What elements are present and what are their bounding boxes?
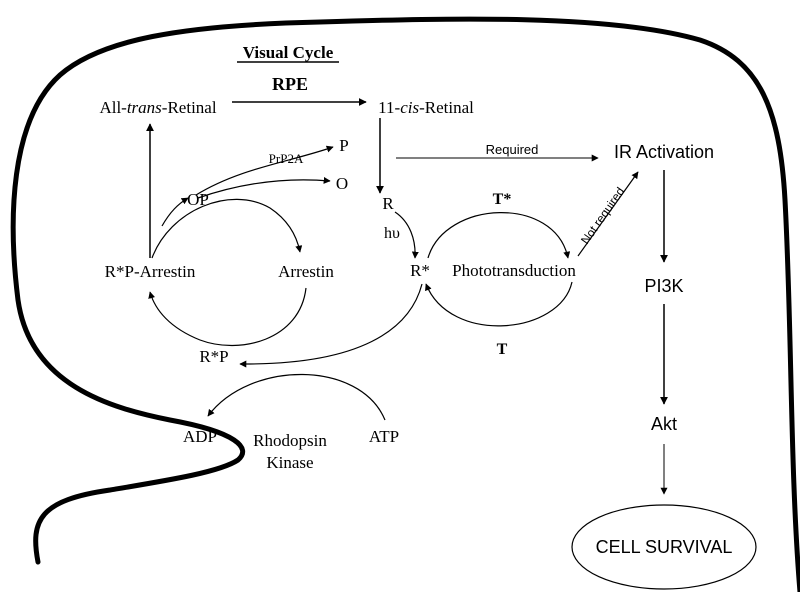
required-label: Required [486,142,539,157]
akt-label: Akt [651,414,677,434]
all-trans-italic: trans [127,98,162,117]
arrow-op-to-o [197,176,331,199]
kinase-label: Kinase [266,453,313,472]
rpe-label: RPE [272,74,308,94]
r-star-p-arrestin-label: R*P-Arrestin [105,262,196,281]
r-star-p-label: R*P [199,347,228,366]
t-star-label: T* [493,191,512,208]
visual-cycle-title: Visual Cycle [243,43,334,62]
r-star-label: R* [410,261,430,280]
eleven-cis-italic: cis [400,98,419,117]
t-label: T [497,341,508,358]
arc-t [425,281,573,327]
prp2a-label: PrP2A [269,151,304,166]
arrow-to-op [161,197,189,227]
rhodopsin-label: Rhodopsin [253,431,327,450]
all-trans-pre: All- [99,98,127,117]
arc-rstar-to-rstarp [239,283,423,368]
eleven-cis-retinal-label: 11-cis-Retinal [378,98,474,117]
all-trans-post: -Retinal [162,98,217,117]
hv-label: hυ [384,225,400,242]
cell-survival-label: CELL SURVIVAL [596,537,733,557]
pi3k-label: PI3K [644,276,683,296]
arrow-r-to-rstar [394,211,419,259]
p-label: P [339,136,348,155]
arc-arrestin-binding [148,287,307,347]
o-label: O [336,174,348,193]
atp-label: ATP [369,427,399,446]
arrow-op-to-p [195,145,334,196]
arrow-not-required [577,171,639,257]
phototransduction-label: Phototransduction [452,261,576,280]
arc-arrestin-release [151,198,303,259]
adp-label: ADP [183,427,217,446]
eleven-cis-pre: 11- [378,98,400,117]
arc-t-star [427,212,571,259]
not-required-label: Not required [578,185,627,247]
ir-activation-label: IR Activation [614,142,714,162]
arc-atp-to-adp [207,373,386,421]
cell-survival-ellipse [571,504,757,590]
all-trans-retinal-label: All-trans-Retinal [99,98,216,117]
arrestin-label: Arrestin [278,262,334,281]
r-label: R [382,194,394,213]
op-label: OP [187,190,209,209]
cell-membrane [10,16,800,592]
eleven-cis-post: -Retinal [419,98,474,117]
